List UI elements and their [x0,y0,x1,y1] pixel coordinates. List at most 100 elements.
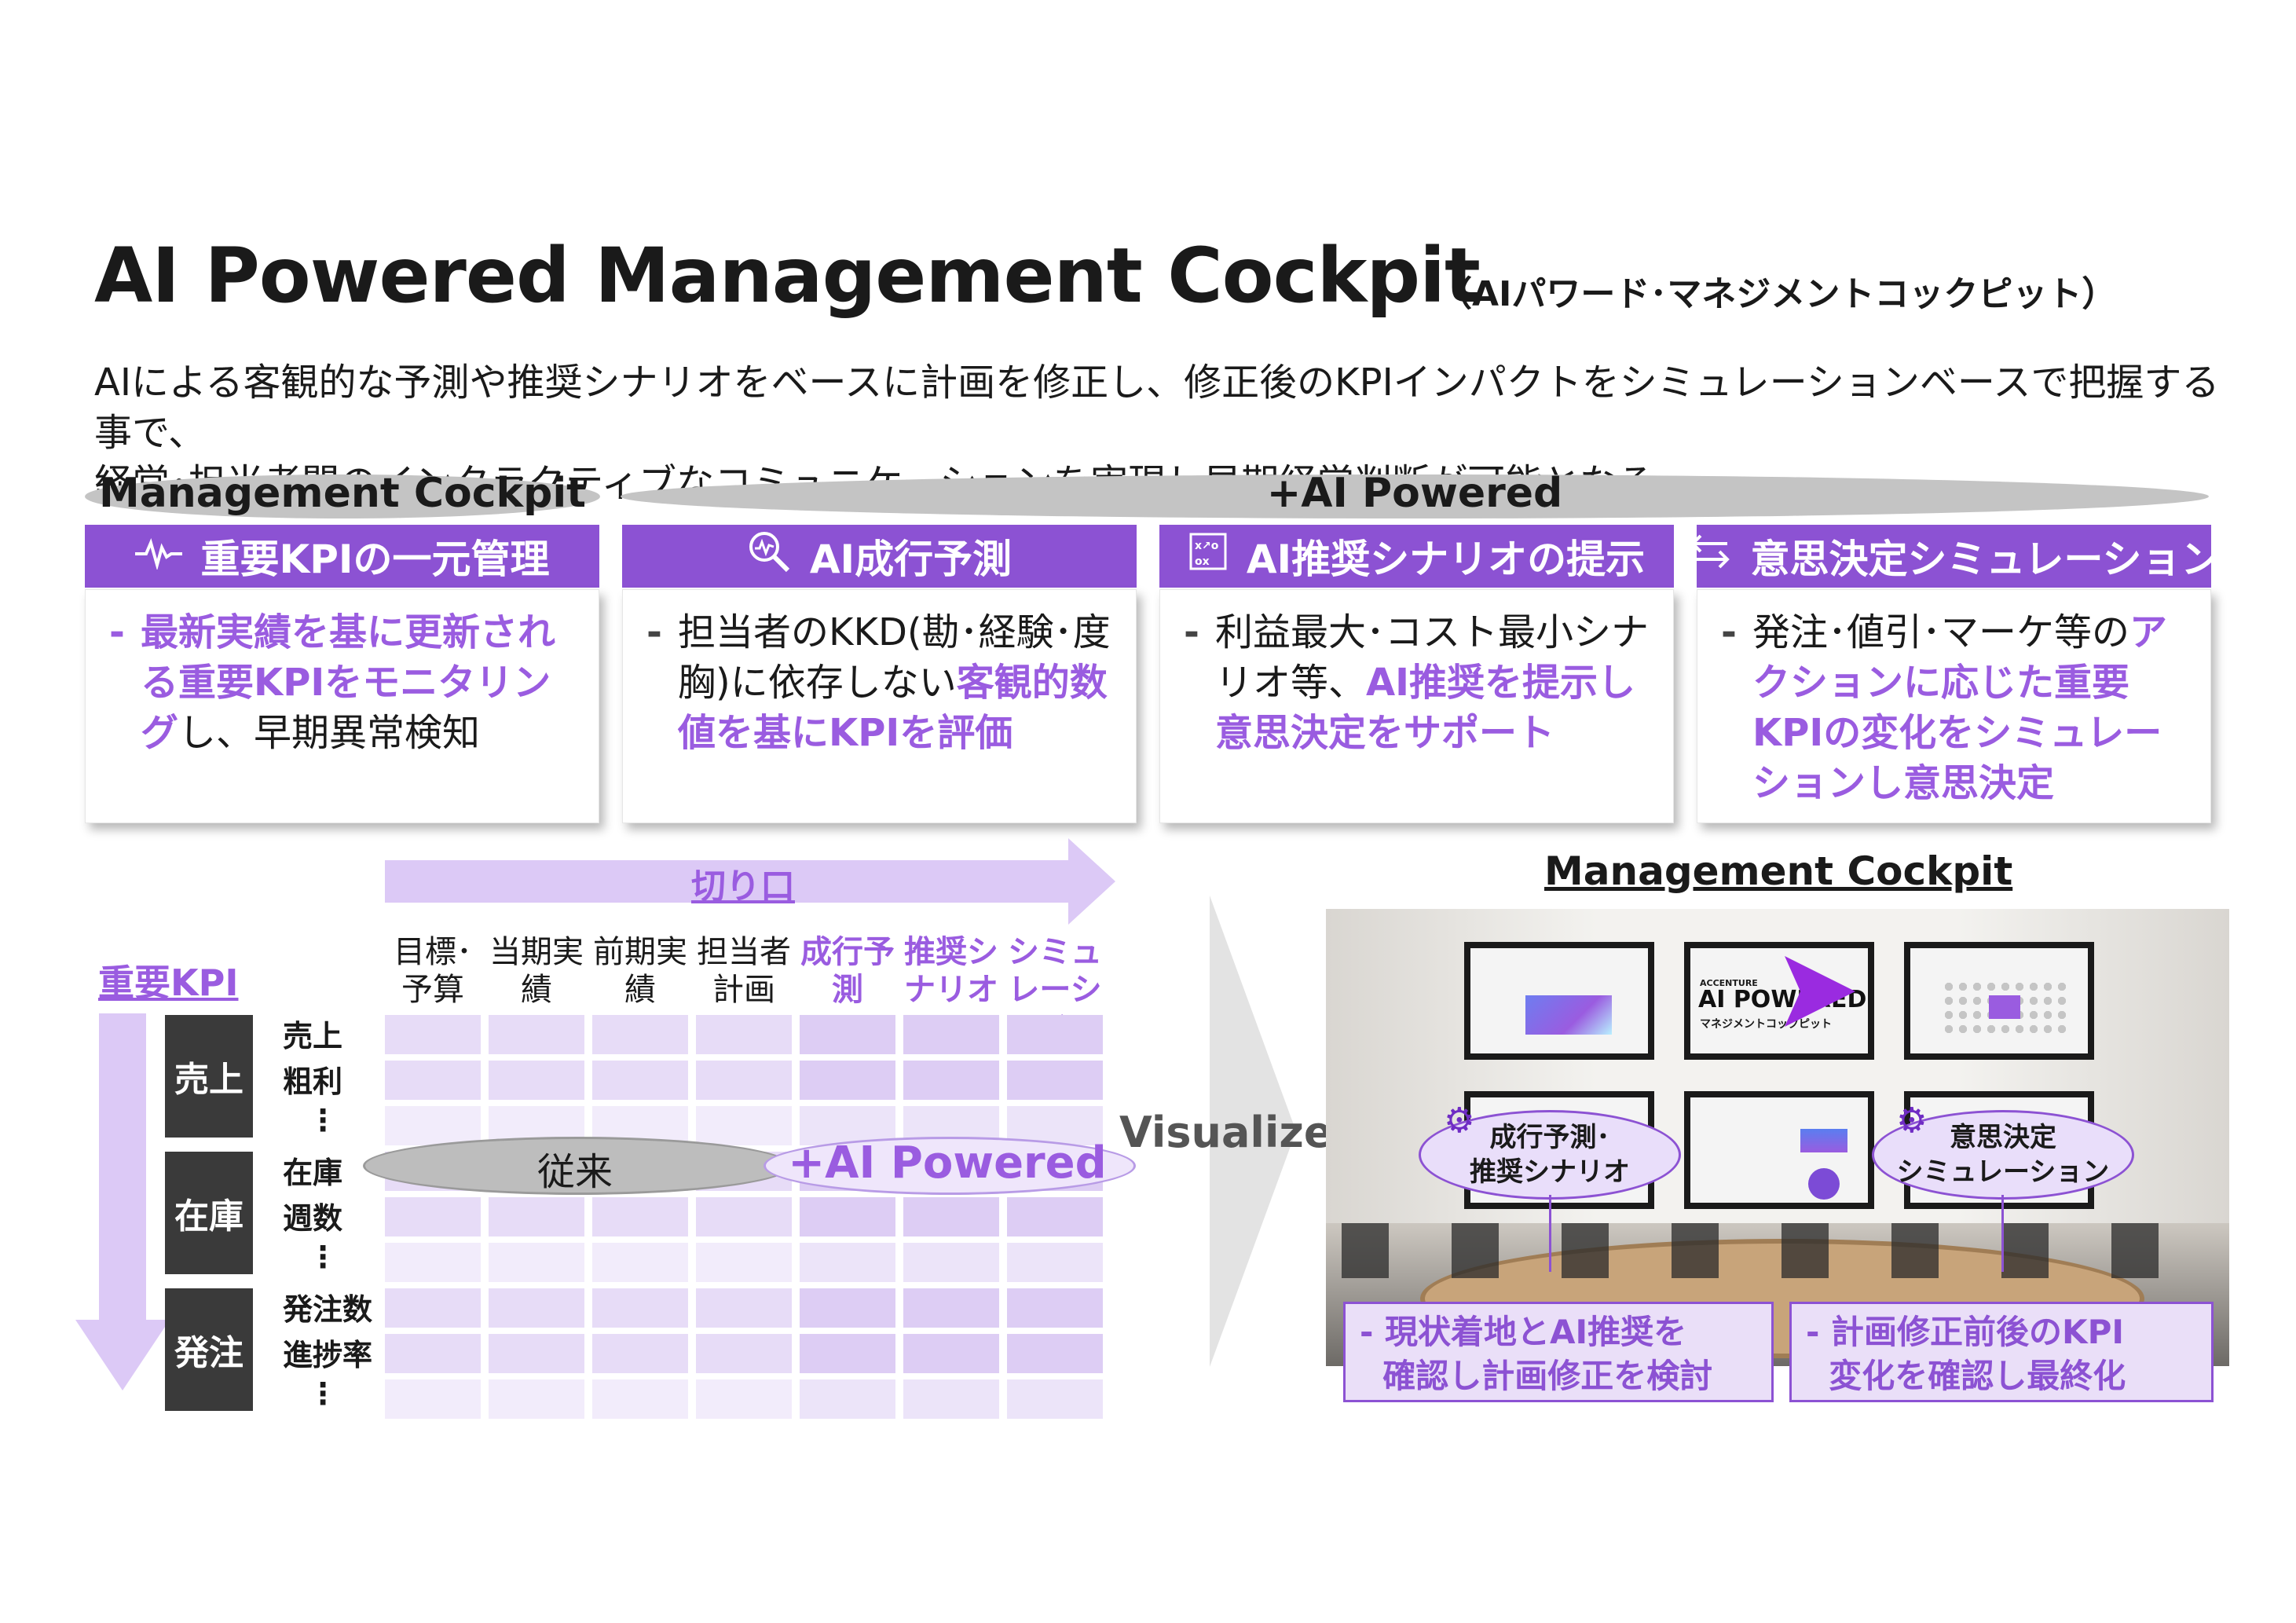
magnifier-chart-icon [747,529,791,583]
card-title: AI成行予測 [809,537,1013,582]
matrix-cell [800,1197,895,1236]
description-line-1: AIによる客観的な予測や推奨シナリオをベースに計画を修正し、修正後のKPIインパ… [94,361,2220,455]
card-text-plain: 利益最大･コスト最小シナリオ等、 [1215,610,1650,705]
matrix-cell [696,1334,792,1373]
matrix-cell [903,1243,999,1282]
band-right-label: +AI Powered [1266,470,1563,517]
visualize-label: Visualize [1119,1108,1333,1157]
card-title: AI推奨シナリオの提示 [1246,537,1646,582]
matrix-cell [903,1288,999,1328]
card-body: -利益最大･コスト最小シナリオ等、AI推奨を提示し意思決定をサポート [1159,589,1674,823]
page-title-sub: （AIパワード･マネジメントコックピット） [1437,274,2117,314]
visualize-chevron [1210,896,1296,1367]
legacy-label: 従来 [536,1150,613,1194]
matrix-column-header: 当期実績 [489,934,584,1008]
matrix-cell [696,1106,792,1145]
note-left: - 現状着地とAI推奨を 確認し計画修正を検討 [1343,1302,1774,1402]
card-text: 発注･値引･マーケ等のアクションに応じた重要KPIの変化をシミュレーションし意思… [1752,607,2195,808]
callout-line-left [1549,1195,1551,1272]
kpi-group-block: 在庫 [165,1152,253,1274]
screen-2: ACCENTURE AI POWERED マネジメントコックピット [1684,942,1874,1060]
band-right-pill [621,474,2209,518]
screen-1 [1464,942,1654,1060]
legacy-oval [363,1137,792,1195]
matrix-cell [800,1015,895,1054]
callout-line-right [2001,1195,2004,1272]
kpi-row-label: ⋮ [308,1103,338,1138]
matrix-cell [1007,1288,1103,1328]
matrix-cell [800,1379,895,1419]
matrix-cell [592,1243,688,1282]
matrix-cell [800,1243,895,1282]
matrix-cell [1007,1334,1103,1373]
matrix-cell [385,1061,481,1100]
matrix-column-header: 担当者計画 [697,934,791,1008]
cockpit-room-image: ACCENTURE AI POWERED マネジメントコックピット 成行予測･ … [1326,909,2229,1366]
kpi-group-block: 売上 [165,1015,253,1138]
matrix-cell [696,1288,792,1328]
pulse-icon [134,533,182,579]
matrix-cell [696,1379,792,1419]
bullet-dash: - [109,610,125,654]
slice-arrow-label: 切り口 [691,866,795,907]
card-body: -発注･値引･マーケ等のアクションに応じた重要KPIの変化をシミュレーションし意… [1697,589,2211,823]
card-text-plain: 担当者のKKD(勘･経験･度胸)に依存しない [678,610,1111,705]
matrix-cell [903,1379,999,1419]
matrix-cell [489,1015,584,1054]
matrix-cell [592,1334,688,1373]
callout-forecast-text: 成行予測･ 推奨シナリオ [1470,1122,1630,1188]
page-title: AI Powered Management Cockpit [94,232,1481,320]
matrix-cell [489,1243,584,1282]
screen-5 [1684,1091,1874,1209]
matrix-cell [1007,1243,1103,1282]
band-left-label: Management Cockpit [98,470,587,517]
gear-icon: ⚙ [1444,1101,1475,1141]
card-header: 重要KPIの一元管理 [85,525,599,588]
matrix-cell [696,1197,792,1236]
card-text-highlight: AI推奨を提示し意思決定をサポート [1215,661,1636,755]
matrix-cell [489,1334,584,1373]
screen-logo-sub: マネジメントコックピット [1700,1018,1832,1031]
gear-icon: ⚙ [1896,1101,1928,1141]
matrix-cell [385,1334,481,1373]
matrix-cell [903,1015,999,1054]
kpi-row-label: 発注数 [283,1292,373,1327]
matrix-cell [800,1334,895,1373]
matrix-column-header: 成行予測 [800,934,895,1008]
card-text: 担当者のKKD(勘･経験･度胸)に依存しない客観的数値を基にKPIを評価 [678,607,1120,758]
card-header: AI成行予測 [622,525,1137,588]
matrix-column-header: 推奨シナリオ [904,934,998,1008]
screen-3 [1904,942,2094,1060]
matrix-cell [489,1288,584,1328]
kpi-row-label: ⋮ [308,1376,338,1411]
band-left-pill [85,474,600,518]
card-body: -担当者のKKD(勘･経験･度胸)に依存しない客観的数値を基にKPIを評価 [622,589,1137,823]
matrix-cell [385,1197,481,1236]
callout-forecast: 成行予測･ 推奨シナリオ [1419,1110,1681,1200]
kpi-label: 重要KPI [98,962,239,1004]
kpi-row-label: 粗利 [283,1064,343,1099]
matrix-cell [1007,1379,1103,1419]
matrix-cell [696,1243,792,1282]
matrix-cell [385,1288,481,1328]
matrix-cell [903,1197,999,1236]
kpi-row-label: 週数 [283,1201,343,1236]
card-title: 重要KPIの一元管理 [200,537,550,582]
chairs-row [1342,1223,2214,1278]
kpi-group-block: 発注 [165,1288,253,1411]
matrix-cell [592,1288,688,1328]
ai-oval [764,1137,1136,1195]
matrix-cell [385,1379,481,1419]
matrix-cell [489,1197,584,1236]
bullet-dash: - [646,610,662,654]
kpi-down-arrow [75,1013,170,1390]
card-text: 最新実績を基に更新される重要KPIをモニタリングし、早期異常検知 [141,607,583,758]
matrix-cell [800,1288,895,1328]
note-left-text: - 現状着地とAI推奨を 確認し計画修正を検討 [1360,1313,1713,1395]
matrix-cell [385,1015,481,1054]
card-text-plain: し、早期異常検知 [178,711,481,755]
kpi-row-label: 進捗率 [283,1338,373,1372]
bullet-dash: - [1184,610,1199,654]
note-right: - 計画修正前後のKPI 変化を確認し最終化 [1789,1302,2214,1402]
